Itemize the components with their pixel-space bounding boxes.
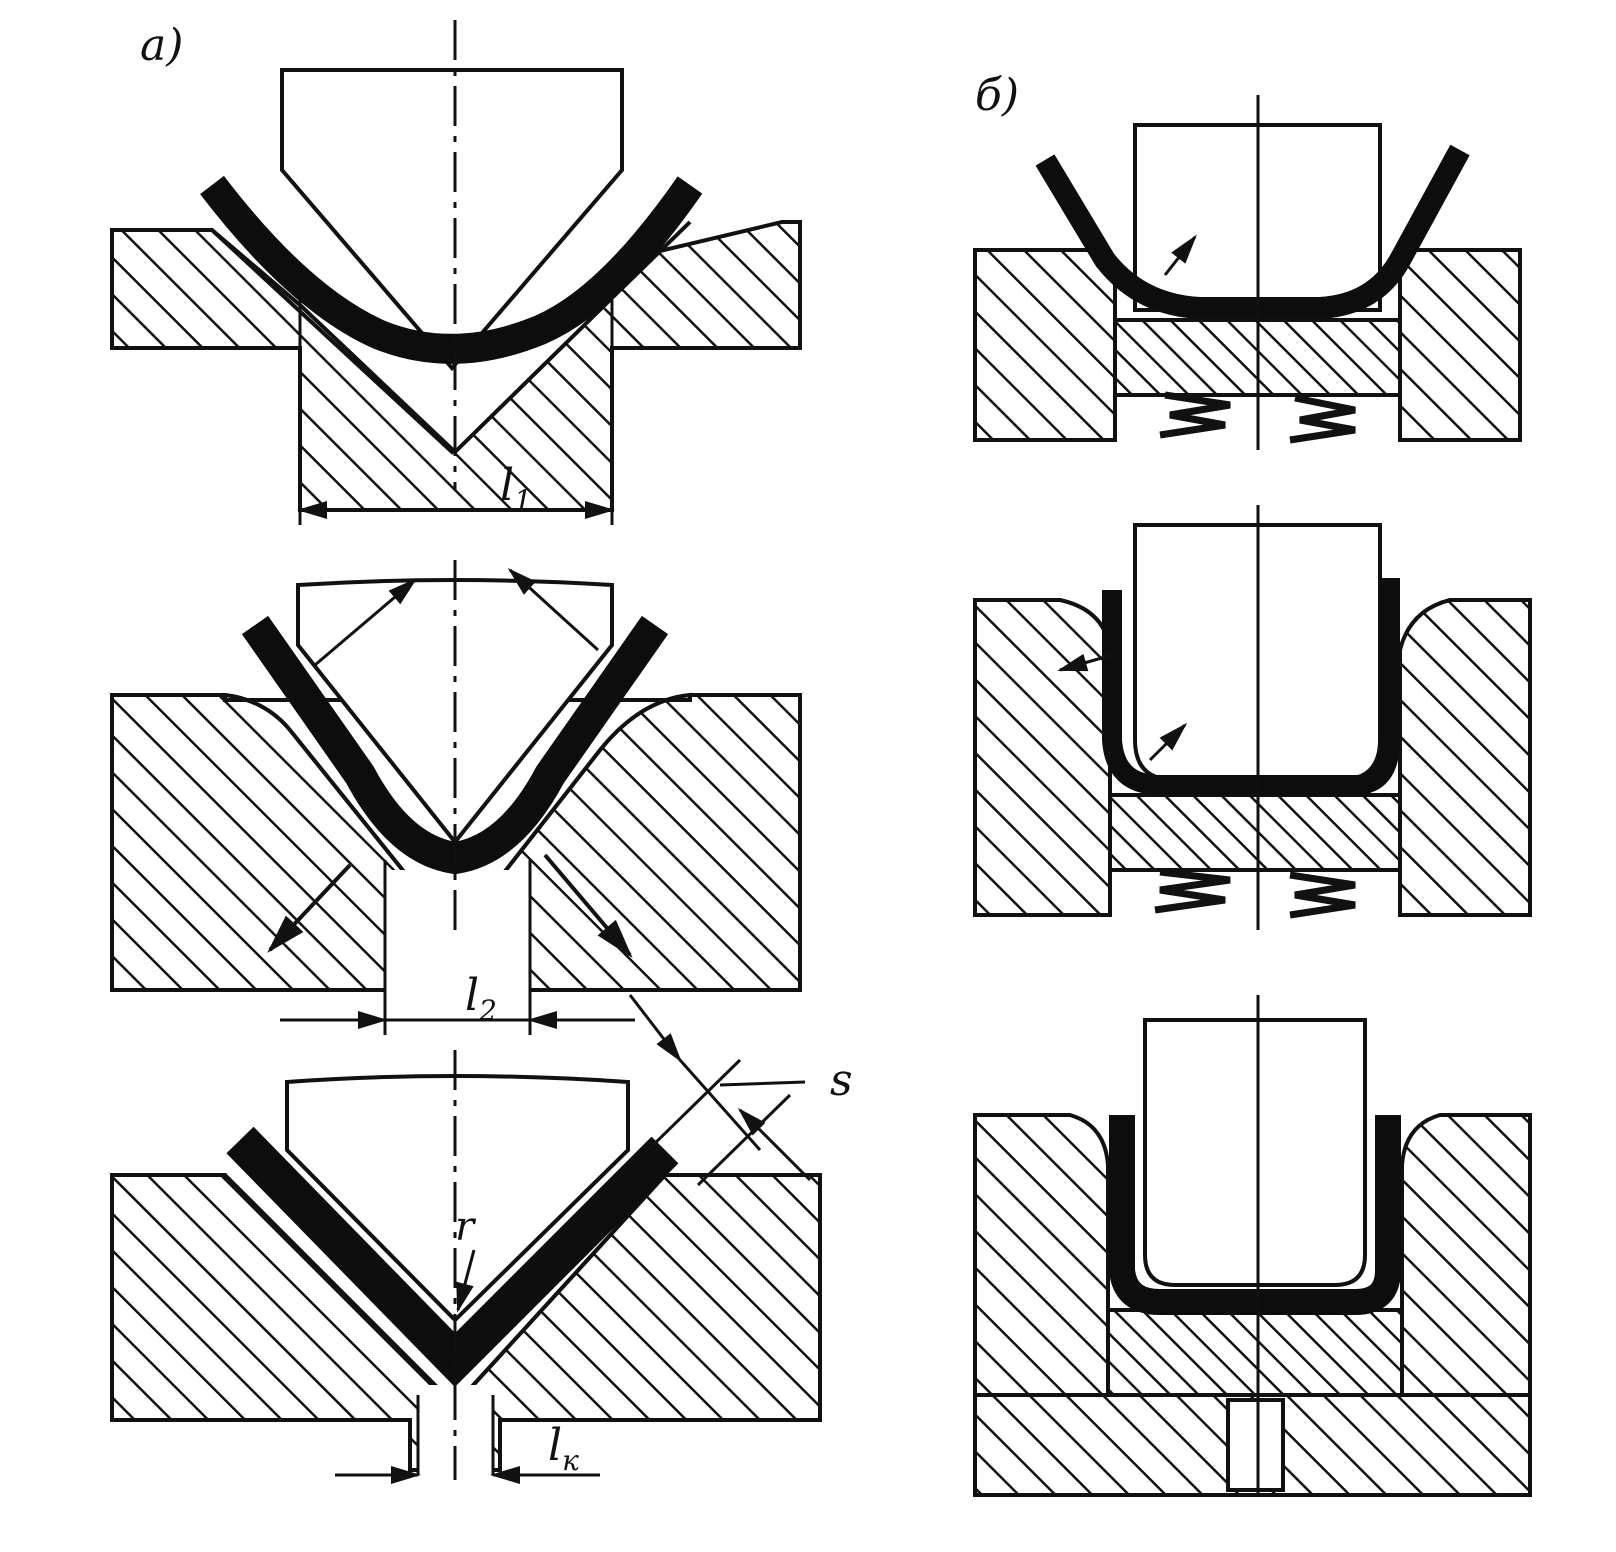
die-relief: [385, 870, 530, 995]
force-arrow: [1148, 722, 1188, 762]
right-stage-3: [973, 995, 1532, 1497]
dim-label-lk: lк: [548, 1420, 579, 1477]
workpiece-sheet: [1102, 578, 1400, 795]
left-stage-3: r s lк: [110, 994, 853, 1485]
right-stage-1: [973, 95, 1522, 450]
thickness-label-s: s: [830, 1055, 853, 1106]
panel-label-a: а): [140, 20, 183, 71]
thickness-dim-line: [737, 1107, 812, 1182]
force-arrow: [267, 863, 352, 953]
radius-arrow: [456, 1249, 476, 1313]
force-arrow: [1163, 234, 1197, 276]
ejector-plate: [1108, 793, 1402, 872]
force-arrow: [314, 578, 418, 667]
ejector-spring: [1159, 391, 1231, 439]
ejector-pin: [1226, 1398, 1285, 1492]
die-block: [1400, 1113, 1532, 1397]
dim-label-l2: l2: [465, 970, 497, 1027]
workpiece-sheet: [1035, 144, 1470, 319]
die-block: [973, 248, 1117, 442]
thickness-ext: [696, 1093, 792, 1187]
punch: [280, 68, 624, 372]
left-panel: а) l1: [110, 20, 853, 1485]
ejector-spring: [1289, 394, 1356, 444]
ejector-plate: [1106, 1308, 1404, 1397]
left-stage-2: l2: [110, 560, 802, 1035]
workpiece-sheet: [200, 175, 703, 364]
punch: [285, 1074, 630, 1323]
thickness-dim-line: [628, 994, 682, 1063]
die-block: [1398, 248, 1522, 442]
right-panel: б): [973, 70, 1532, 1497]
die-block: [1398, 598, 1532, 917]
die-block: [973, 1113, 1110, 1397]
dim-label-l1: l1: [500, 460, 532, 517]
force-arrow: [507, 567, 600, 652]
left-stage-1: l1: [110, 20, 802, 525]
force-arrow: [1057, 653, 1113, 672]
right-stage-2: [973, 505, 1532, 930]
radius-label-r: r: [455, 1204, 477, 1250]
thickness-leader: [719, 1080, 806, 1087]
punch: [1143, 1018, 1367, 1287]
thickness-ext: [646, 1058, 742, 1152]
ejector-spring: [1289, 871, 1356, 919]
ejector-spring: [1154, 868, 1231, 914]
force-arrow: [543, 853, 633, 959]
workpiece-sheet: [226, 1126, 679, 1388]
panel-label-b: б): [975, 70, 1019, 121]
die-block: [973, 598, 1112, 917]
